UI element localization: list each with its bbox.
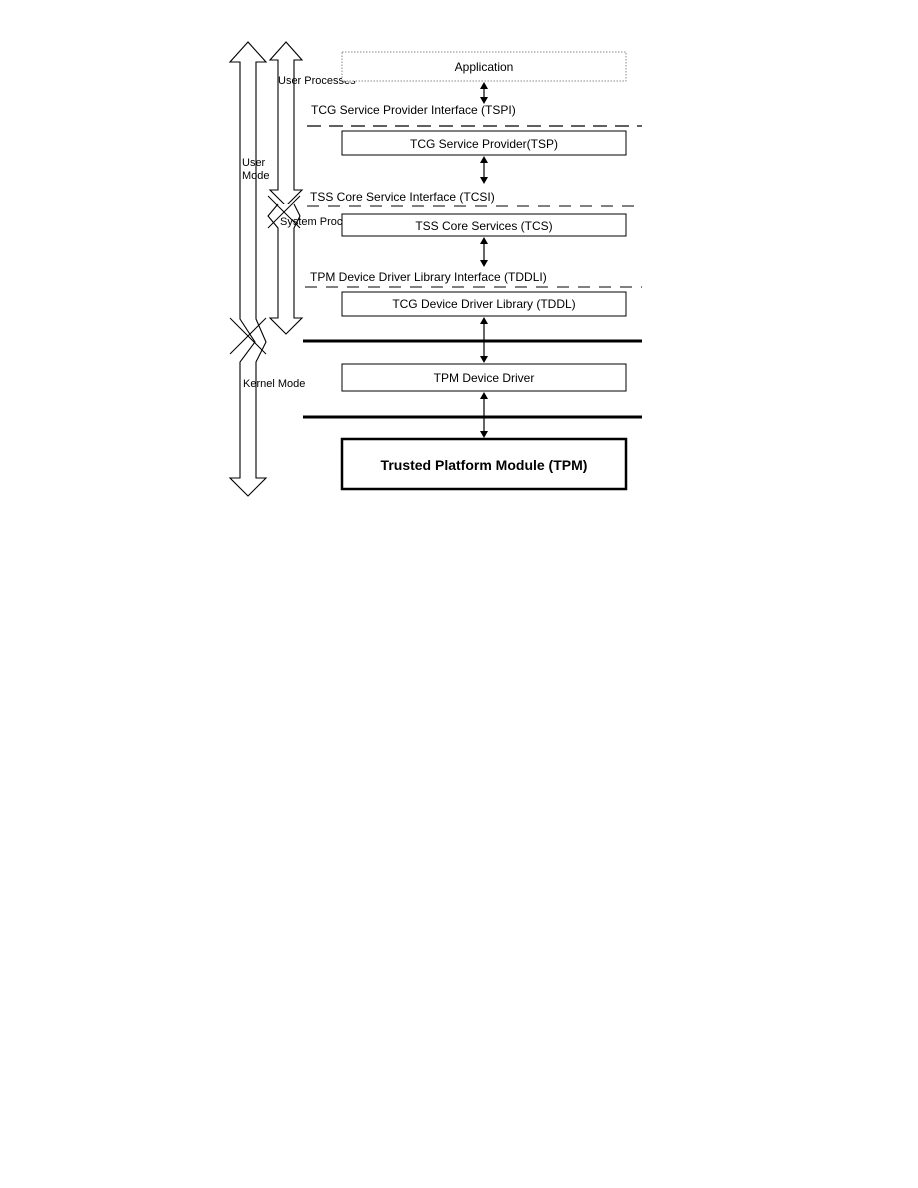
user-mode-label-line2: Mode [242, 170, 270, 182]
mode-cross-mark [229, 317, 267, 355]
tddli-label: TPM Device Driver Library Interface (TDD… [310, 270, 547, 284]
application-box [341, 51, 627, 82]
tcsi-label: TSS Core Service Interface (TCSI) [310, 190, 495, 204]
tpm-label: Trusted Platform Module (TPM) [381, 457, 588, 473]
tspi-label: TCG Service Provider Interface (TSPI) [311, 103, 516, 117]
user-kernel-mode-arrow [228, 41, 268, 497]
tpm-driver-label: TPM Device Driver [434, 371, 535, 385]
process-cross-mark [267, 195, 301, 229]
tsp-box [341, 130, 627, 156]
application-label: Application [455, 60, 514, 74]
user-processes-label: User Processes [278, 75, 356, 87]
tddl-box [341, 291, 627, 317]
tddl-label: TCG Device Driver Library (TDDL) [392, 297, 575, 311]
tcs-box [341, 213, 627, 237]
tsp-label: TCG Service Provider(TSP) [410, 137, 558, 151]
tpm-box [340, 437, 628, 491]
tpm-driver-box [341, 363, 627, 392]
kernel-mode-label: Kernel Mode [243, 378, 305, 390]
tcs-label: TSS Core Services (TCS) [415, 219, 552, 233]
connector-arrows [480, 82, 488, 438]
user-mode-label-line1: User [242, 157, 266, 169]
system-processes-label: System Proc [280, 216, 343, 228]
user-system-processes-arrow [268, 41, 304, 207]
